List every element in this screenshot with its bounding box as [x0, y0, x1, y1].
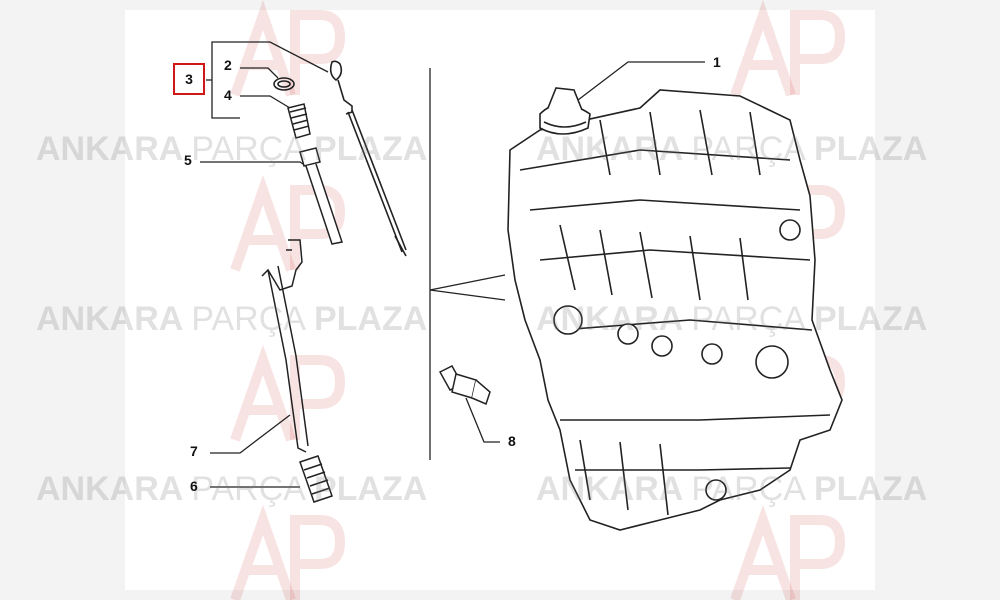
plug-drawing — [287, 103, 311, 139]
callout-3-label: 3 — [185, 71, 193, 87]
callout-5[interactable]: 5 — [184, 152, 192, 168]
sensor-drawing — [438, 365, 491, 406]
callout-6[interactable]: 6 — [190, 478, 198, 494]
callout-7[interactable]: 7 — [190, 443, 198, 459]
grommet-drawing — [299, 455, 333, 503]
tube-drawing — [261, 239, 309, 453]
dipstick-drawing — [329, 60, 407, 257]
callout-3-highlighted[interactable]: 3 — [173, 63, 205, 95]
callout-1[interactable]: 1 — [713, 54, 721, 70]
callout-8[interactable]: 8 — [508, 433, 516, 449]
leader-lines — [200, 41, 705, 488]
guide-tube-drawing — [299, 147, 343, 245]
group-3-bracket — [206, 41, 240, 119]
wm-ankara: ANKARA — [36, 130, 183, 168]
oil-cap-drawing — [539, 87, 591, 135]
callout-4[interactable]: 4 — [224, 87, 232, 103]
callout-2[interactable]: 2 — [224, 57, 232, 73]
o-ring-drawing — [273, 77, 295, 91]
engine-block-drawing — [507, 89, 843, 531]
